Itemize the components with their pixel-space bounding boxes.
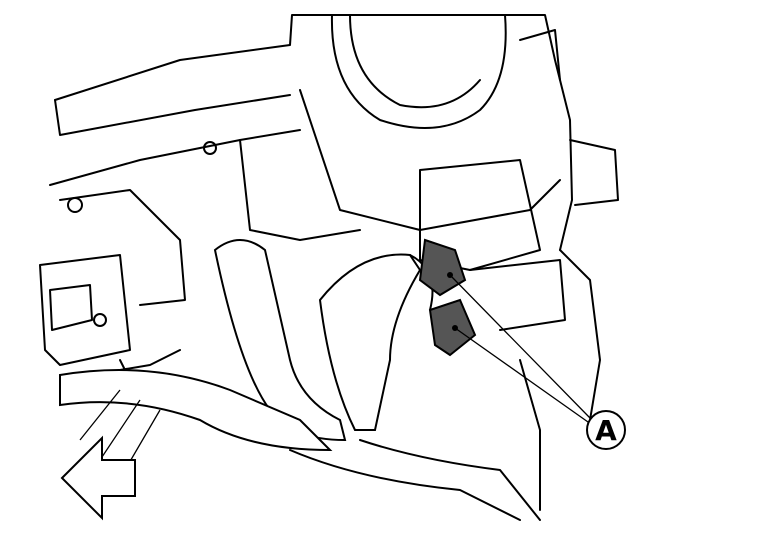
mounting-bracket <box>39 141 217 381</box>
callout-label: A <box>595 414 617 447</box>
leader-lines <box>449 274 591 423</box>
connectors <box>418 238 477 357</box>
connector-upper <box>418 238 467 297</box>
column-housing <box>49 14 619 331</box>
front-direction-arrow-icon <box>60 435 136 521</box>
callout-a: A <box>586 410 626 450</box>
wiring-harness <box>59 239 601 521</box>
